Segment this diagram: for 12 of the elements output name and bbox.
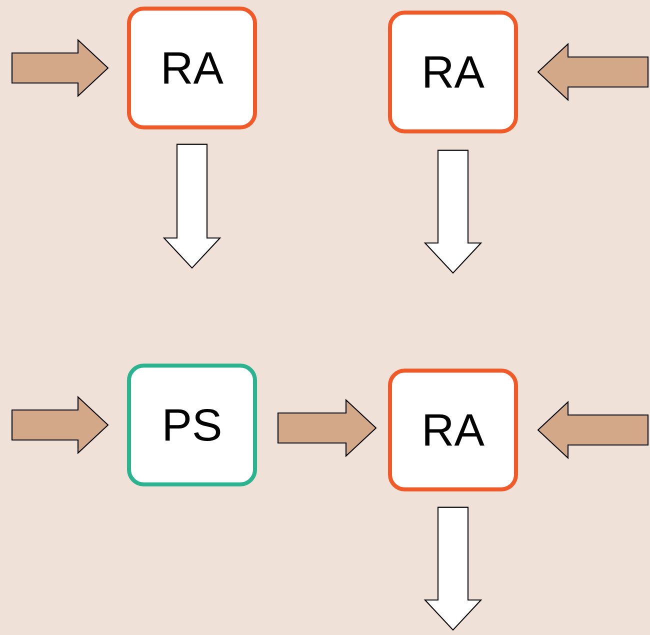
block-arrow xyxy=(11,38,109,98)
block-arrow xyxy=(11,396,109,454)
regulation-box: RA xyxy=(127,6,257,130)
regulation-box: RA xyxy=(388,368,518,492)
block-arrow xyxy=(537,400,649,460)
block-arrow xyxy=(277,398,377,458)
process-box: PS xyxy=(127,364,257,486)
block-arrow xyxy=(424,150,482,274)
regulation-box: RA xyxy=(388,10,518,134)
block-arrow xyxy=(424,506,482,631)
block-arrow xyxy=(162,144,222,269)
block-arrow xyxy=(537,42,649,102)
